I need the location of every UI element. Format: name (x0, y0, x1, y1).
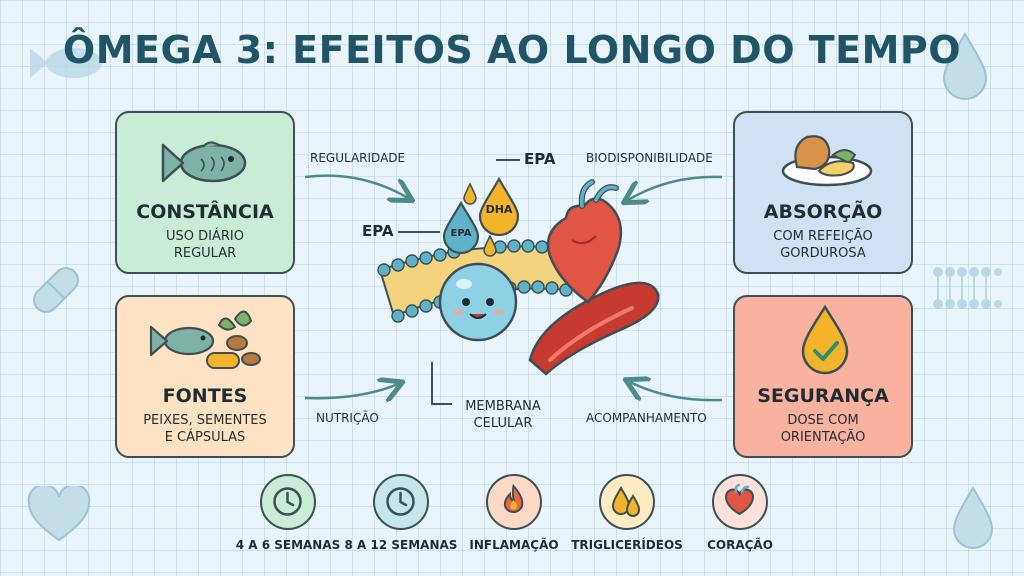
label-epa-left: EPA (362, 222, 394, 240)
decor-drop-icon-bottom (952, 486, 994, 549)
card-constancia: CONSTÂNCIA USO DIÁRIO REGULAR (115, 111, 295, 274)
meal-plate-icon (781, 135, 873, 187)
timeline-item-trigliceridios: TRIGLICERÍDEOS (562, 474, 692, 552)
timeline-circle (260, 474, 316, 530)
clock-icon (386, 487, 415, 516)
timeline-label: CORAÇÃO (707, 538, 773, 552)
decor-drop-icon (942, 32, 988, 100)
label-membrana-line2: CELULAR (473, 416, 533, 431)
decor-fish-icon (30, 48, 102, 78)
timeline-label: 4 A 6 SEMANAS (235, 538, 341, 552)
card-absorcao-line1: COM REFEIÇÃO (773, 229, 873, 244)
card-constancia-line1: USO DIÁRIO (166, 229, 244, 244)
decor-membrane-icon (933, 267, 1002, 309)
card-absorcao: ABSORÇÃO COM REFEIÇÃO GORDUROSA (733, 111, 913, 274)
timeline-circle (712, 474, 768, 530)
card-fontes-line2: E CÁPSULAS (164, 430, 246, 445)
arrow-acompanhamento (630, 382, 723, 402)
card-fontes-line1: PEIXES, SEMENTES (143, 413, 267, 428)
card-seguranca-line1: DOSE COM (787, 413, 859, 428)
card-absorcao-title: ABSORÇÃO (763, 201, 883, 223)
card-constancia-title: CONSTÂNCIA (136, 201, 274, 223)
clock-icon (273, 487, 302, 516)
pointer-membrana (431, 362, 452, 405)
drop-check-icon (801, 304, 849, 375)
flame-icon (503, 483, 524, 513)
label-regularidade: REGULARIDADE (310, 151, 406, 165)
card-seguranca-line2: ORIENTAÇÃO (780, 430, 866, 445)
dha-drop-label: DHA (485, 203, 513, 216)
timeline-item-8-12-semanas: 8 A 12 SEMANAS (336, 474, 466, 552)
timeline-label: INFLAMAÇÃO (469, 538, 559, 552)
card-seguranca: SEGURANÇA DOSE COM ORIENTAÇÃO (733, 295, 913, 458)
oil-drops-icon (611, 486, 641, 517)
arrow-regularidade (304, 174, 408, 198)
card-absorcao-line2: GORDUROSA (780, 246, 866, 261)
timeline-circle (373, 474, 429, 530)
timeline-label: TRIGLICERÍDEOS (571, 538, 683, 552)
card-fontes: FONTES PEIXES, SEMENTES E CÁPSULAS (115, 295, 295, 458)
label-acompanhamento: ACOMPANHAMENTO (586, 411, 707, 425)
label-nutricao: NUTRIÇÃO (316, 411, 379, 425)
label-membrana-line1: MEMBRANA (465, 399, 541, 414)
fish-icon (161, 141, 247, 183)
card-constancia-line2: REGULAR (173, 246, 237, 261)
label-epa-top: EPA (524, 150, 556, 168)
epa-drop-icon (442, 200, 480, 254)
arrow-nutricao (304, 384, 398, 398)
decor-capsule-icon (33, 267, 79, 313)
dha-drop-icon (478, 176, 520, 236)
epa-drop-label: EPA (450, 228, 472, 239)
arrow-biodisponibilidade (628, 175, 723, 200)
timeline-circle (486, 474, 542, 530)
timeline-item-coracao: CORAÇÃO (675, 474, 805, 552)
heart-icon (725, 483, 754, 516)
cell-membrane-illustration (377, 179, 660, 376)
decor-heart-icon (27, 486, 91, 542)
timeline-item-inflamacao: INFLAMAÇÃO (449, 474, 579, 552)
card-seguranca-title: SEGURANÇA (757, 385, 889, 407)
fish-nuts-capsule-icon (149, 310, 261, 369)
page-title: ÔMEGA 3: EFEITOS AO LONGO DO TEMPO (62, 28, 962, 72)
label-membrana: MEMBRANA CELULAR (458, 398, 548, 432)
timeline-item-4-6-semanas: 4 A 6 SEMANAS (223, 474, 353, 552)
card-fontes-title: FONTES (162, 385, 248, 407)
label-biodisponibilidade: BIODISPONIBILIDADE (586, 151, 713, 165)
timeline-label: 8 A 12 SEMANAS (344, 538, 458, 552)
timeline-circle (599, 474, 655, 530)
